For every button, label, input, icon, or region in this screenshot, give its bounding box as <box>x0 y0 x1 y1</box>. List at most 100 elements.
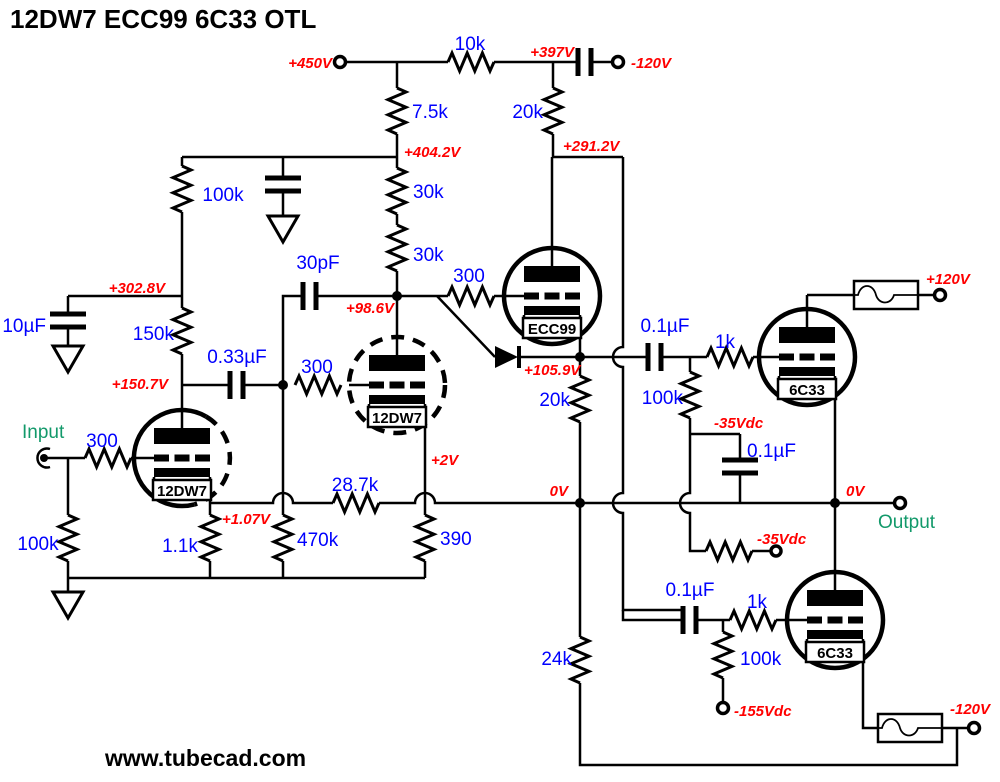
diode-icon <box>495 346 521 368</box>
node-grid2 <box>278 380 288 390</box>
value-30k-a: 30k <box>413 182 444 203</box>
resistor-470k <box>272 513 294 563</box>
resistor-1k-bottom <box>728 609 778 631</box>
voltage-404v: +404.2V <box>404 144 462 161</box>
symbols <box>36 54 982 744</box>
resistor-300-mid <box>293 374 343 396</box>
resistor-100k-input <box>57 513 79 563</box>
tube-label: 6C33 <box>817 645 853 662</box>
tube-12dw7-second: 12DW7 <box>346 334 448 436</box>
ground-icon-10uf <box>51 344 85 374</box>
voltage-0v-right: 0V <box>846 483 866 500</box>
resistor-390 <box>414 513 436 563</box>
voltage-neg120-bottom: -120V <box>950 701 992 718</box>
voltage-107v: +1.07V <box>222 511 272 528</box>
resistor-neg35 <box>704 540 754 562</box>
terminal-450v <box>332 54 348 70</box>
terminal-neg155 <box>715 700 731 716</box>
voltage-neg120-top: -120V <box>631 55 673 72</box>
value-30pf: 30pF <box>296 253 339 274</box>
fuse-icon-top <box>852 279 920 311</box>
voltage-105v: +105.9V <box>524 362 582 379</box>
resistor-28k7 <box>331 492 381 514</box>
value-300-mid: 300 <box>301 357 333 378</box>
tube-6c33-top: 6C33 <box>756 306 858 408</box>
node-0v-output <box>830 498 840 508</box>
value-300-driver: 300 <box>453 266 485 287</box>
input-jack <box>36 447 51 469</box>
capacitor-01uf-top <box>648 343 661 371</box>
value-470k: 470k <box>297 530 339 551</box>
node-105v <box>575 352 585 362</box>
capacitor-033uf <box>230 371 243 399</box>
value-1k1: 1.1k <box>162 536 198 557</box>
voltage-neg155: -155Vdc <box>734 703 792 720</box>
text-labels: 12DW7 ECC99 6C33 OTL www.tubecad.com Inp… <box>2 4 992 771</box>
voltage-neg35-node: -35Vdc <box>714 415 764 432</box>
voltage-291v: +291.2V <box>563 138 621 155</box>
value-10uf: 10µF <box>2 316 46 337</box>
node-98v <box>392 291 402 301</box>
capacitor-bypass-topleft <box>265 178 301 191</box>
tube-label: 12DW7 <box>372 410 422 427</box>
value-150k: 150k <box>133 324 175 345</box>
value-01uf-bottom: 0.1µF <box>666 580 715 601</box>
ground-icon-top <box>266 214 300 244</box>
tube-label: ECC99 <box>528 321 576 338</box>
page-title: 12DW7 ECC99 6C33 OTL <box>10 4 316 34</box>
resistor-150k <box>171 306 193 356</box>
output-terminal <box>892 495 908 511</box>
capacitor-10uf <box>50 314 86 327</box>
voltage-neg35-supply: -35Vdc <box>757 531 807 548</box>
voltage-0v-left: 0V <box>550 483 570 500</box>
tube-12dw7-input: 12DW7 <box>131 407 233 509</box>
resistor-7k5 <box>386 86 408 136</box>
website-text: www.tubecad.com <box>104 745 306 771</box>
resistor-20k-mid <box>569 374 591 424</box>
resistor-24k <box>569 635 591 685</box>
value-100k-input: 100k <box>17 534 59 555</box>
terminal-pos120 <box>932 287 948 303</box>
resistor-100k-topleft <box>171 164 193 214</box>
tube-label: 12DW7 <box>157 483 207 500</box>
value-01uf-bypass: 0.1µF <box>747 441 796 462</box>
tube-label: 6C33 <box>789 382 825 399</box>
value-24k: 24k <box>541 649 572 670</box>
value-20k-top: 20k <box>512 102 543 123</box>
capacitor-30pf <box>303 282 316 310</box>
tube-6c33-bottom: 6C33 <box>784 569 886 671</box>
resistor-20k-top <box>542 86 564 136</box>
voltage-397v: +397V <box>530 44 576 61</box>
terminal-neg35 <box>769 544 783 558</box>
value-01uf-top: 0.1µF <box>641 316 690 337</box>
output-label: Output <box>878 512 936 533</box>
value-10k: 10k <box>455 34 486 55</box>
value-1k-top: 1k <box>715 332 736 353</box>
resistor-300-driver <box>446 285 496 307</box>
voltage-450v: +450V <box>288 55 334 72</box>
value-100k-topleft: 100k <box>202 185 244 206</box>
resistor-100k-bottom <box>712 630 734 680</box>
value-30k-b: 30k <box>413 245 444 266</box>
resistor-1k1 <box>199 513 221 563</box>
voltage-302v: +302.8V <box>109 280 167 297</box>
capacitor-top-coupling <box>578 48 591 76</box>
value-7k5: 7.5k <box>412 102 448 123</box>
input-label: Input <box>22 422 65 443</box>
value-300-input: 300 <box>86 431 118 452</box>
value-1k-bottom: 1k <box>747 592 768 613</box>
voltage-98v: +98.6V <box>346 300 396 317</box>
value-100k-bottom: 100k <box>740 649 782 670</box>
voltage-150v: +150.7V <box>112 376 170 393</box>
capacitor-01uf-bottom <box>683 606 696 634</box>
resistor-30k-b <box>386 223 408 273</box>
resistor-100k-top-bias <box>679 370 701 420</box>
value-28k7: 28.7k <box>332 475 379 496</box>
terminal-neg120-bottom <box>966 720 982 736</box>
terminal-neg120-top <box>610 54 626 70</box>
tube-ecc99: ECC99 <box>501 245 603 347</box>
ground-icon-input <box>51 590 85 620</box>
node-0v-left <box>575 498 585 508</box>
resistor-30k-a <box>386 166 408 216</box>
